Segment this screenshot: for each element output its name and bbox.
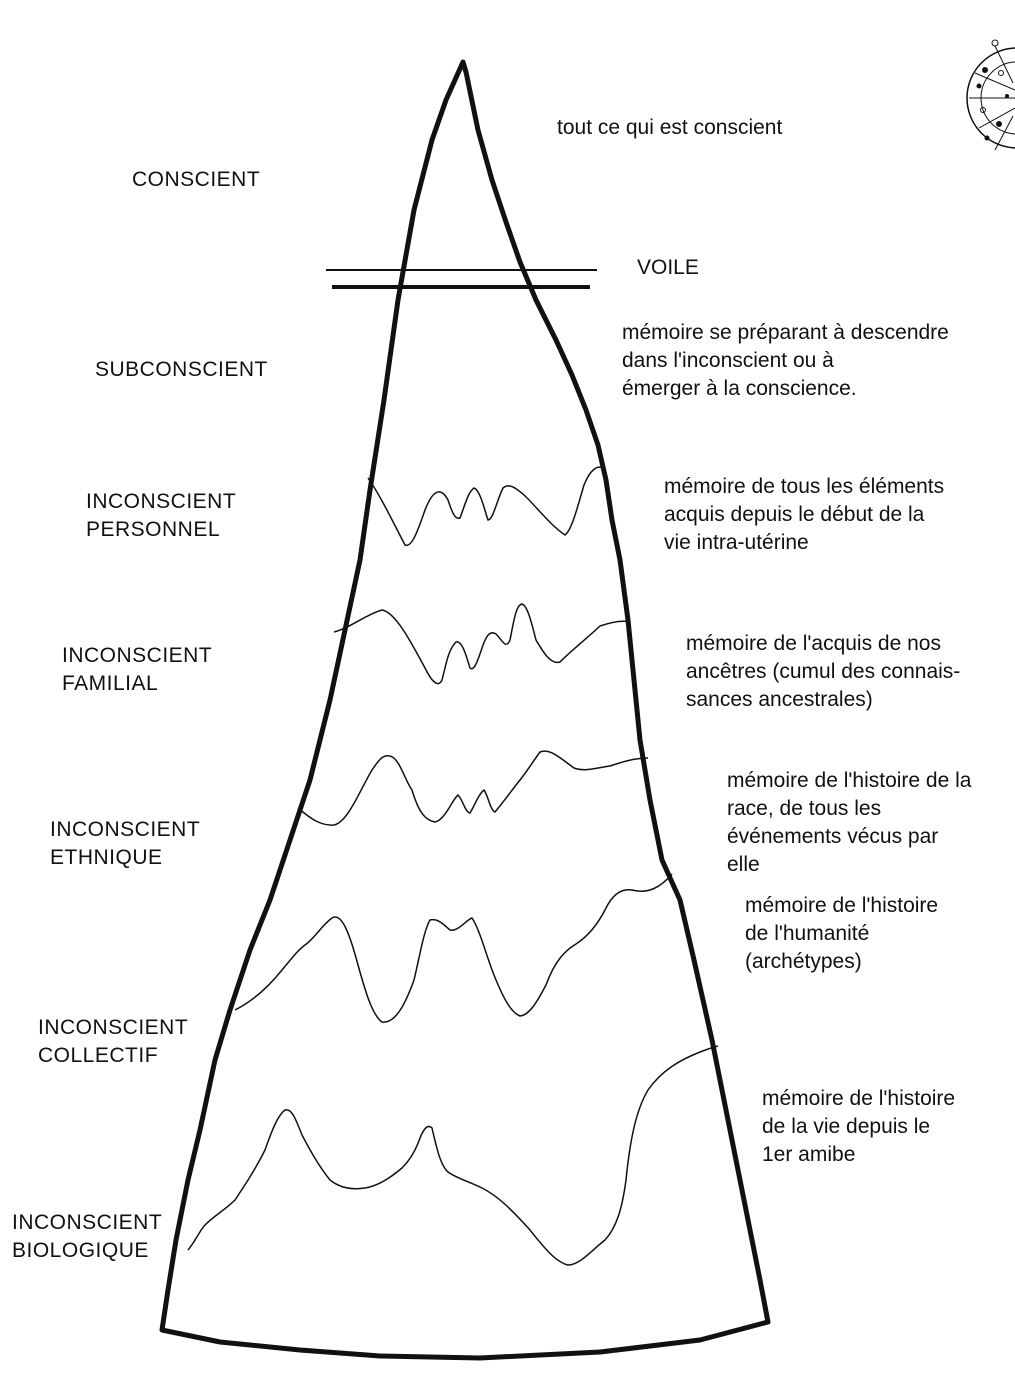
desc-collectif: mémoire de l'histoire de l'humanité (arc…	[745, 894, 939, 973]
label-conscient: CONSCIENT	[132, 168, 261, 191]
cone-outline	[159, 59, 771, 1361]
label-inconscient-ethnique: INCONSCIENT ETHNIQUE	[50, 818, 201, 869]
desc-subconscient: mémoire se préparant à descendre dans l'…	[622, 321, 949, 400]
boundary-ethnique	[297, 750, 649, 826]
boundary-collectif	[234, 873, 673, 1023]
boundary-personnel	[367, 466, 604, 546]
label-inconscient-collectif: INCONSCIENT COLLECTIF	[38, 1016, 189, 1067]
desc-biologique: mémoire de l'histoire de la vie depuis l…	[762, 1087, 956, 1166]
label-subconscient: SUBCONSCIENT	[95, 358, 268, 381]
label-inconscient-biologique: INCONSCIENT BIOLOGIQUE	[12, 1211, 163, 1262]
desc-familial: mémoire de l'acquis de nos ancêtres (cum…	[686, 632, 961, 711]
desc-conscient: tout ce qui est conscient	[557, 116, 783, 139]
boundary-familial	[333, 603, 631, 685]
label-inconscient-familial: INCONSCIENT FAMILIAL	[62, 644, 213, 695]
label-voile: VOILE	[637, 256, 699, 279]
label-inconscient-personnel: INCONSCIENT PERSONNEL	[86, 490, 237, 541]
desc-ethnique: mémoire de l'histoire de la race, de tou…	[727, 769, 972, 876]
zodiac-wheel-icon	[966, 39, 1015, 151]
boundary-biologique	[187, 1045, 719, 1266]
desc-personnel: mémoire de tous les éléments acquis depu…	[664, 475, 945, 554]
